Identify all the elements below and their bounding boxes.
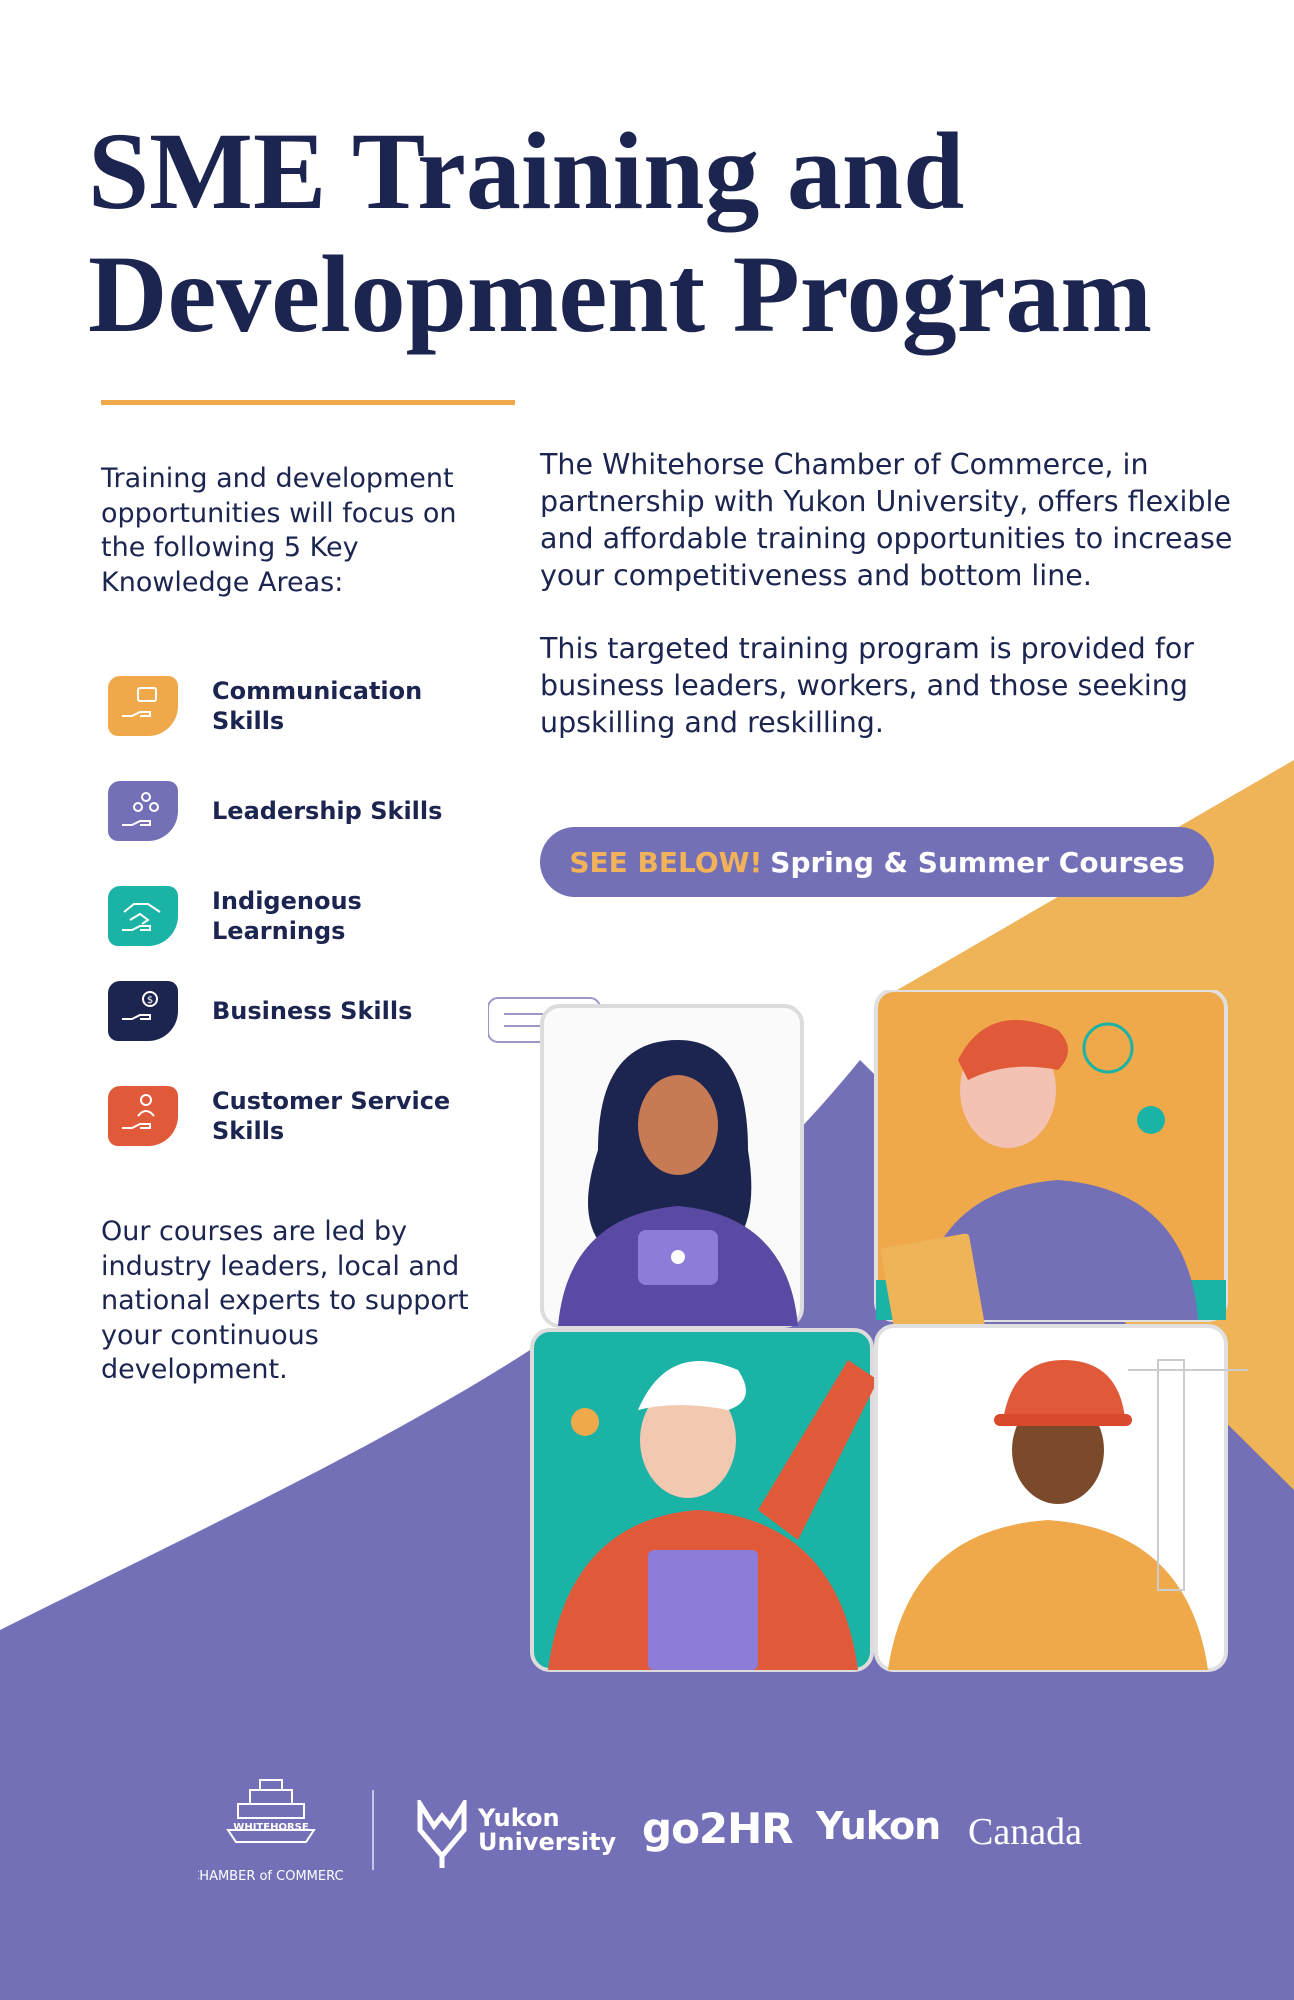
title-line-1: SME Training and bbox=[88, 110, 965, 232]
yukon-government-logo: Yukon bbox=[816, 1804, 941, 1848]
logo-divider bbox=[372, 1790, 374, 1870]
svg-text:$: $ bbox=[147, 995, 153, 1006]
yukon-university-emblem bbox=[417, 1795, 467, 1868]
description-paragraph-1: The Whitehorse Chamber of Commerce, in p… bbox=[540, 448, 1233, 592]
skill-item-leadership: Leadership Skills bbox=[108, 776, 488, 846]
page-title: SME Training and Development Program bbox=[88, 110, 1238, 356]
skill-item-communication: Communication Skills bbox=[108, 671, 488, 741]
whitehorse-chamber-logo: WHITEHORSE CHAMBER of COMMERCE bbox=[198, 1779, 344, 1884]
panel-woman-clipboard bbox=[530, 1328, 878, 1672]
crane-graphic bbox=[1128, 1359, 1248, 1591]
courses-cta-button[interactable]: SEE BELOW! Spring & Summer Courses bbox=[540, 827, 1214, 897]
skill-item-business: $ Business Skills bbox=[108, 976, 488, 1046]
partner-logos: WHITEHORSE CHAMBER of COMMERCE Yukon Uni… bbox=[0, 1760, 1294, 1910]
handshake-icon bbox=[108, 886, 178, 946]
skill-label: Communication Skills bbox=[212, 677, 423, 735]
skill-label: Leadership Skills bbox=[212, 797, 443, 825]
skill-label: Customer Service Skills bbox=[212, 1087, 451, 1145]
description-paragraph-2: This targeted training program is provid… bbox=[540, 632, 1195, 739]
coin-hand-icon: $ bbox=[108, 981, 178, 1041]
skill-item-customer-service: Customer Service Skills bbox=[108, 1081, 488, 1151]
yukon-university-logo: Yukon University bbox=[416, 1795, 616, 1870]
person-hand-icon bbox=[108, 1086, 178, 1146]
skill-item-indigenous: Indigenous Learnings bbox=[108, 881, 488, 951]
yukon-university-line-1: Yukon bbox=[478, 1804, 560, 1832]
title-divider bbox=[101, 400, 515, 405]
skill-label: Business Skills bbox=[212, 997, 413, 1025]
cta-accent-text: SEE BELOW! bbox=[569, 845, 763, 879]
cta-text: Spring & Summer Courses bbox=[770, 845, 1185, 879]
video-call-illustration bbox=[488, 990, 1248, 1672]
speech-bubble-hand-icon bbox=[108, 676, 178, 736]
chamber-arc-text: CHAMBER of COMMERCE bbox=[198, 1869, 344, 1884]
go2hr-logo: go2HR bbox=[642, 1804, 794, 1853]
panel-man-waving bbox=[874, 990, 1228, 1347]
skill-label: Indigenous Learnings bbox=[212, 887, 362, 945]
intro-text: Training and development opportunities w… bbox=[101, 463, 457, 598]
canada-wordmark: Canada bbox=[968, 1811, 1082, 1853]
title-line-2: Development Program bbox=[88, 233, 1153, 355]
yukon-university-line-2: University bbox=[478, 1828, 617, 1856]
panel-woman-tablet bbox=[540, 1004, 804, 1328]
panel-worker-hardhat bbox=[874, 1324, 1248, 1672]
team-hand-icon bbox=[108, 781, 178, 841]
chamber-top-text: WHITEHORSE bbox=[233, 1822, 309, 1833]
outro-text: Our courses are led by industry leaders,… bbox=[101, 1216, 469, 1385]
